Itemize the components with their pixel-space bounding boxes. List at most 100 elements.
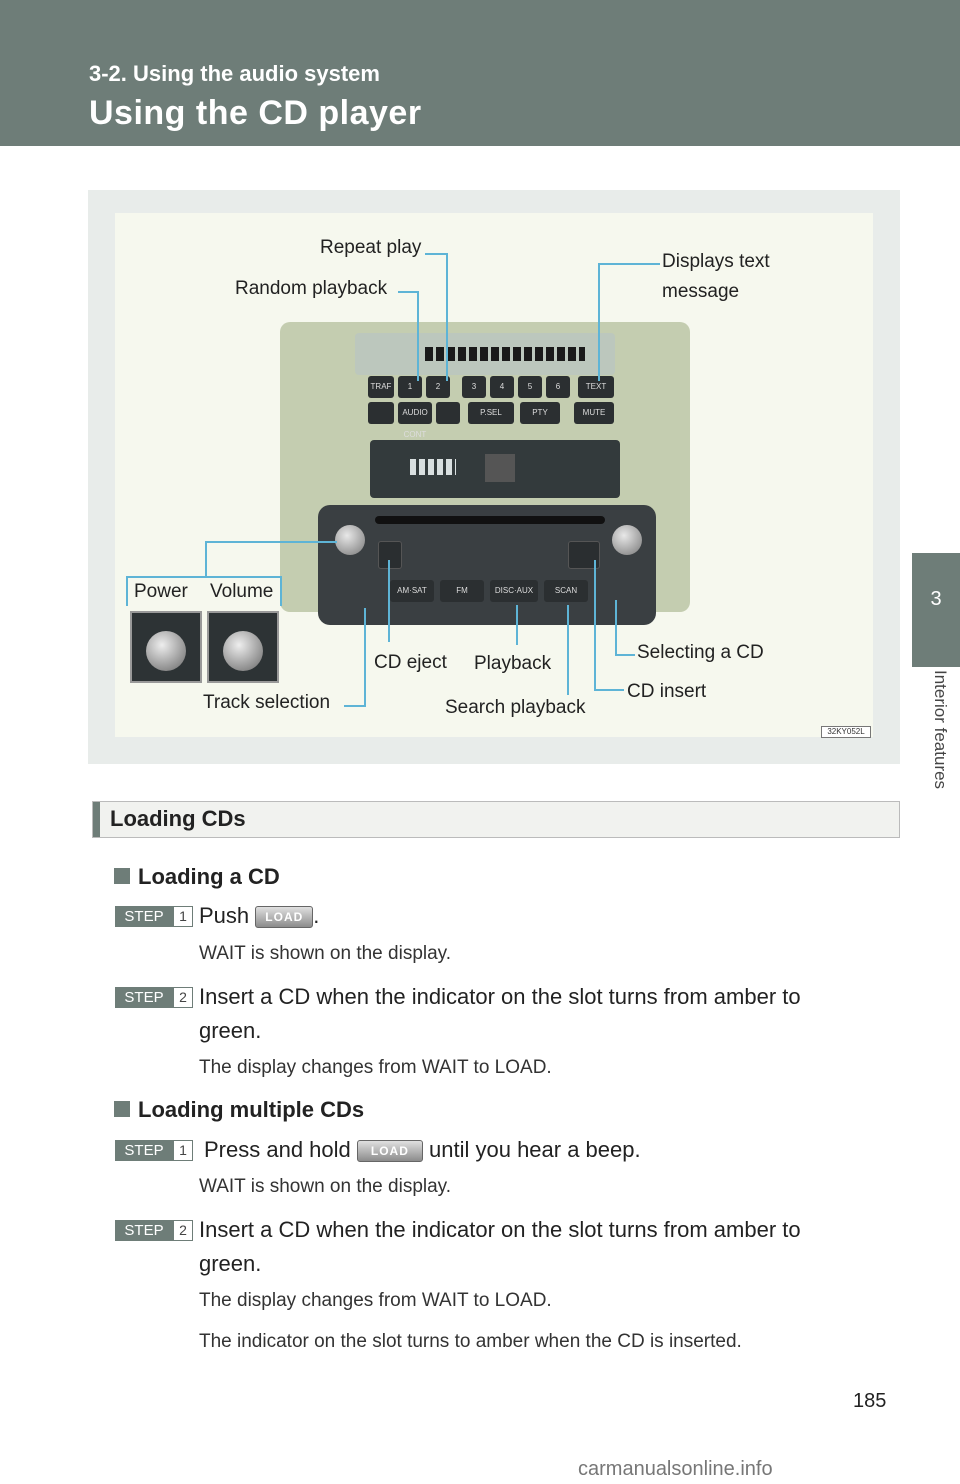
square-bullet-icon <box>114 1101 130 1117</box>
subheading-loading-cd: Loading a CD <box>114 864 280 890</box>
subheading-loading-multiple: Loading multiple CDs <box>114 1097 364 1123</box>
disc-aux-button: DISC·AUX <box>490 580 538 602</box>
step-label: STEP <box>115 906 173 927</box>
preset-5-button: 5 <box>518 376 542 398</box>
step-note-2: The indicator on the slot turns to amber… <box>199 1331 742 1352</box>
step-number: 2 <box>173 1220 193 1241</box>
callout-line <box>446 253 448 381</box>
down-button <box>368 402 394 424</box>
step-text-line1: Insert a CD when the indicator on the sl… <box>199 984 801 1009</box>
callout-line <box>598 263 660 265</box>
chapter-label: Interior features <box>920 670 950 830</box>
step-note: WAIT is shown on the display. <box>199 943 452 964</box>
page-number: 185 <box>853 1390 887 1412</box>
audio-display <box>355 333 615 375</box>
callout-line <box>388 560 390 642</box>
step-text-line2: green. <box>199 1018 262 1043</box>
label-search-playback: Search playback <box>445 697 586 718</box>
step-label: STEP <box>115 1140 173 1161</box>
page-title: Using the CD player <box>89 94 422 132</box>
callout-line <box>598 263 600 381</box>
source-button-row: AM·SAT FM DISC·AUX SCAN <box>390 580 590 602</box>
knob-turn-icon <box>223 631 263 671</box>
callout-line <box>398 291 418 293</box>
step-text-line2: green. <box>199 1251 262 1276</box>
preset-1-button: 1 <box>398 376 422 398</box>
label-power: Power <box>134 581 188 602</box>
power-volume-knob <box>335 525 365 555</box>
preset-3-button: 3 <box>462 376 486 398</box>
watermark: carmanualsonline.info <box>578 1458 773 1480</box>
callout-line <box>615 654 635 656</box>
step-text: Press and hold LOAD until you hear a bee… <box>204 1137 641 1163</box>
preset-button-row: TRAF 1 2 3 4 5 6 TEXT <box>368 376 618 398</box>
knob-push-icon <box>146 631 186 671</box>
step-note: The display changes from WAIT to LOAD. <box>199 1290 552 1311</box>
step-text-before: Press and hold <box>204 1137 351 1162</box>
psel-button: P.SEL <box>468 402 514 424</box>
step-note: WAIT is shown on the display. <box>199 1176 452 1197</box>
display-segments <box>425 347 585 361</box>
callout-line <box>567 605 569 695</box>
label-random-playback: Random playback <box>235 278 388 299</box>
step-label: STEP <box>115 1220 173 1241</box>
heading-accent-bar <box>93 802 100 837</box>
callout-line <box>425 253 447 255</box>
am-sat-button: AM·SAT <box>390 580 434 602</box>
step-text: Push LOAD. <box>199 903 319 929</box>
power-inset-image <box>130 611 202 683</box>
hazard-icon <box>485 454 515 482</box>
label-repeat-play: Repeat play <box>320 237 422 258</box>
step-number: 2 <box>173 987 193 1008</box>
chapter-tab <box>912 553 960 667</box>
callout-line <box>126 576 282 578</box>
callout-line <box>344 705 366 707</box>
figure-code: 32KY052L <box>821 726 871 738</box>
callout-line <box>364 608 366 707</box>
chapter-label-text: Interior features <box>931 670 950 790</box>
cd-slot <box>375 516 605 524</box>
load-button-icon: LOAD <box>255 906 314 929</box>
clock-segments <box>410 459 456 475</box>
volume-inset-image <box>207 611 279 683</box>
scan-button: SCAN <box>544 580 588 602</box>
callout-line <box>594 689 624 691</box>
callout-line <box>205 541 207 577</box>
square-bullet-icon <box>114 868 130 884</box>
step-number: 1 <box>173 906 193 927</box>
callout-line <box>126 576 128 606</box>
box-heading-text: Loading CDs <box>110 806 246 831</box>
climate-display <box>370 440 620 498</box>
label-cd-eject: CD eject <box>374 652 447 673</box>
subheading-text: Loading multiple CDs <box>138 1097 365 1122</box>
header-band <box>0 0 960 146</box>
label-selecting-cd: Selecting a CD <box>637 642 764 663</box>
traf-button: TRAF <box>368 376 394 398</box>
step-text-before: Push <box>199 903 250 928</box>
step-number: 1 <box>173 1140 193 1161</box>
up-button <box>436 402 460 424</box>
mute-button: MUTE <box>574 402 614 424</box>
audio-cont-button: AUDIO CONT <box>398 402 432 439</box>
function-button-row: AUDIO CONT P.SEL PTY MUTE <box>368 402 618 439</box>
step-text-after: . <box>313 903 320 928</box>
callout-line <box>615 600 617 655</box>
subheading-text: Loading a CD <box>138 864 280 889</box>
preset-6-button: 6 <box>546 376 570 398</box>
eject-button <box>378 541 402 569</box>
text-button: TEXT <box>578 376 614 398</box>
preset-4-button: 4 <box>490 376 514 398</box>
fm-button: FM <box>440 580 484 602</box>
label-cd-insert: CD insert <box>627 681 707 702</box>
label-displays-text-2: message <box>662 281 740 302</box>
load-button-icon: LOAD <box>356 1140 423 1163</box>
step-text-after: until you hear a beep. <box>429 1137 641 1162</box>
callout-line <box>417 291 419 381</box>
label-displays-text-1: Displays text <box>662 251 770 272</box>
preset-2-button: 2 <box>426 376 450 398</box>
step-note: The display changes from WAIT to LOAD. <box>199 1057 552 1078</box>
pty-button: PTY <box>520 402 560 424</box>
